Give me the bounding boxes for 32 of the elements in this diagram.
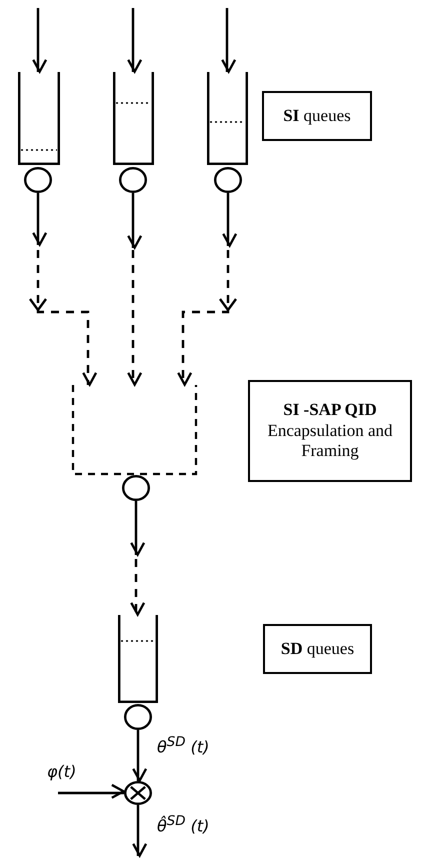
arrow [128, 8, 142, 72]
arrow [222, 193, 237, 246]
label-box [263, 624, 372, 674]
arrow [132, 730, 147, 782]
server-circle [24, 167, 52, 193]
box-label: Encapsulation and Framing [266, 420, 394, 462]
label-box [248, 380, 412, 482]
arrow [128, 193, 142, 248]
arrow [132, 805, 147, 856]
arrow [222, 8, 236, 72]
box-label: SI queues [283, 106, 351, 126]
queue-symbol [207, 72, 248, 165]
queue-symbol [113, 72, 154, 165]
arrow [32, 8, 47, 72]
arrow [58, 784, 124, 798]
arrow [130, 559, 145, 616]
server-circle [124, 704, 152, 730]
arrow [130, 501, 145, 556]
box-heading: SI -SAP QID [283, 400, 377, 421]
arrow [178, 250, 237, 386]
arrow [29, 250, 97, 386]
server-circle [214, 167, 242, 193]
dashed-frame [72, 385, 197, 475]
queue-symbol [118, 615, 158, 703]
label-box [262, 91, 372, 141]
arrow [32, 193, 47, 246]
queue-symbol [18, 72, 60, 165]
server-circle [122, 475, 150, 501]
server-circle [119, 167, 147, 193]
arrow [128, 250, 142, 386]
multiplier-symbol [124, 781, 152, 805]
box-label: SD queues [280, 638, 354, 660]
